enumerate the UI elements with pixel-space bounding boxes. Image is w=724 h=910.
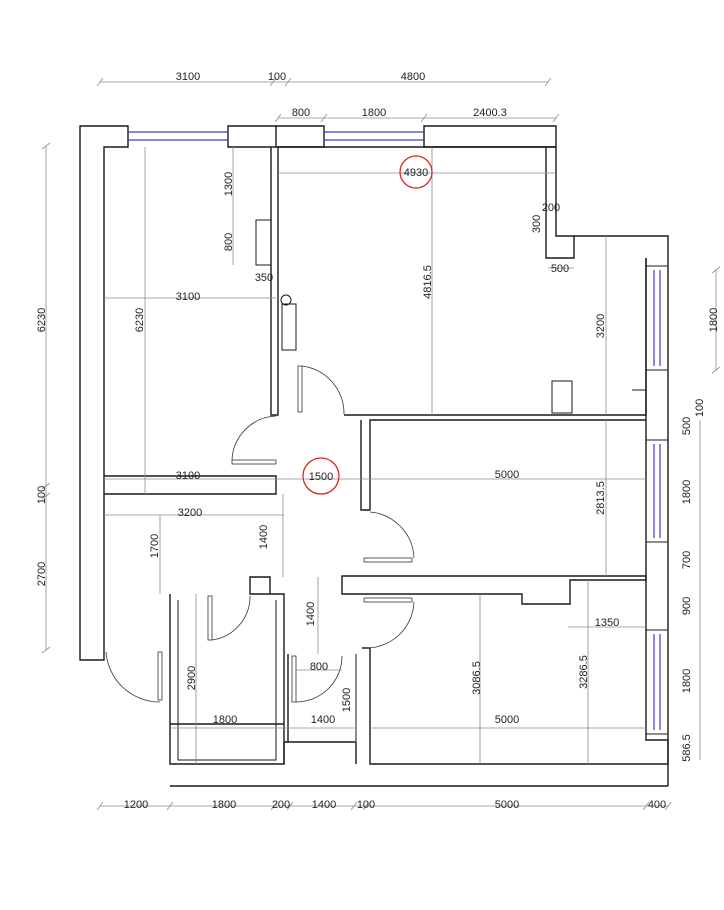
door-small-room (291, 655, 343, 703)
dim-label-3100b: 3100 (176, 470, 200, 482)
dim-label-bottom-1800: 1800 (212, 799, 236, 811)
dim-label-top-1800: 1800 (362, 107, 386, 119)
dim-label-right-700: 700 (681, 551, 693, 569)
dim-label-top-3100: 3100 (176, 71, 200, 83)
window-right-lower (645, 629, 669, 735)
dim-label-2900: 2900 (186, 666, 198, 690)
dim-label-3086: 3086.5 (471, 661, 483, 695)
dim-label-bottom-5000: 5000 (495, 799, 519, 811)
dim-label-right-1800b: 1800 (681, 480, 693, 504)
dim-label-right-100: 100 (694, 399, 706, 417)
door-left-room (231, 415, 277, 465)
exterior-wall-top-middle (276, 125, 325, 148)
windows (128, 131, 669, 735)
dim-label-1350: 1350 (595, 617, 619, 629)
dim-label-1500: 1500 (309, 471, 333, 483)
window-right-middle (645, 439, 669, 543)
dim-label-bottom-100: 100 (357, 799, 375, 811)
wall-bathroom-outer (169, 576, 285, 765)
dim-label-left-100: 100 (36, 486, 48, 504)
door-entrance (105, 651, 163, 703)
window-top-left (128, 131, 228, 141)
dim-label-bottom-1400: 1400 (312, 799, 336, 811)
dim-label-left-6230: 6230 (36, 308, 48, 332)
dim-label-500: 500 (551, 263, 569, 275)
dim-label-left-2700: 2700 (36, 562, 48, 586)
dim-label-4930: 4930 (404, 167, 428, 179)
dimension-ticks (41, 77, 721, 811)
dim-label-1800-inner: 1800 (213, 714, 237, 726)
dim-label-800a: 800 (223, 233, 235, 251)
dim-label-2813: 2813.5 (595, 481, 607, 515)
dim-label-1400a: 1400 (258, 525, 270, 549)
dim-label-3286: 3286.5 (578, 655, 590, 689)
dim-label-1700: 1700 (149, 534, 161, 558)
dim-label-1400c: 1400 (311, 714, 335, 726)
doors (105, 365, 415, 703)
wall-bathroom-inner (177, 600, 277, 761)
exterior-wall-top-left (227, 125, 277, 148)
dim-label-1500b: 1500 (341, 688, 353, 712)
dim-label-top-800: 800 (292, 107, 310, 119)
door-bathroom (207, 595, 251, 641)
dim-label-right-1800a: 1800 (708, 308, 720, 332)
dim-label-top-4800: 4800 (401, 71, 425, 83)
dim-label-200: 200 (542, 202, 560, 214)
dim-label-800b: 800 (310, 661, 328, 673)
dim-label-350: 350 (255, 272, 273, 284)
dim-label-right-900: 900 (681, 597, 693, 615)
dim-label-top-100: 100 (268, 71, 286, 83)
dim-label-3100a: 3100 (176, 291, 200, 303)
kitchen-sink (280, 294, 292, 306)
fridge (551, 380, 573, 414)
dim-label-bottom-400: 400 (648, 799, 666, 811)
dimension-labels: 3100 100 4800 800 1800 2400.3 6230 100 2… (36, 71, 720, 811)
dim-label-bottom-200: 200 (272, 799, 290, 811)
door-kitchen (297, 365, 345, 415)
exterior-wall-left (79, 125, 129, 661)
kitchen-cabinet (255, 219, 272, 266)
door-middle-room (363, 511, 415, 563)
highlight-circle-4930 (399, 155, 433, 189)
dimension-lines (41, 77, 721, 811)
dim-label-right-586: 586.5 (681, 734, 693, 762)
wall-corridor-left (104, 475, 277, 495)
dim-label-bottom-1200: 1200 (124, 799, 148, 811)
exterior-wall-top-right (423, 125, 557, 148)
dim-label-1300: 1300 (223, 172, 235, 196)
door-lower-room (363, 597, 415, 649)
wall-middle-room (360, 419, 646, 511)
dim-label-300: 300 (531, 215, 543, 233)
walls (79, 125, 669, 787)
highlight-marks (302, 155, 433, 495)
wall-kitchen-left (270, 147, 279, 416)
dim-label-6230-inner: 6230 (134, 308, 146, 332)
dim-label-1400b: 1400 (305, 602, 317, 626)
dim-label-4816: 4816.5 (422, 265, 434, 299)
window-right-upper (645, 265, 669, 371)
dim-label-right-500: 500 (681, 417, 693, 435)
dim-label-right-1800c: 1800 (681, 669, 693, 693)
dim-label-3200a: 3200 (595, 314, 607, 338)
dim-label-5000a: 5000 (495, 469, 519, 481)
highlight-circle-1500 (302, 457, 340, 495)
kitchen-stove (281, 303, 297, 351)
wall-lower-right-room (362, 647, 669, 765)
dim-label-3200b: 3200 (178, 507, 202, 519)
dim-label-top-2400: 2400.3 (473, 107, 507, 119)
wall-column-notch (545, 147, 575, 259)
dim-label-5000b: 5000 (495, 714, 519, 726)
wall-central-partition (341, 575, 647, 605)
window-top-center (324, 131, 424, 141)
